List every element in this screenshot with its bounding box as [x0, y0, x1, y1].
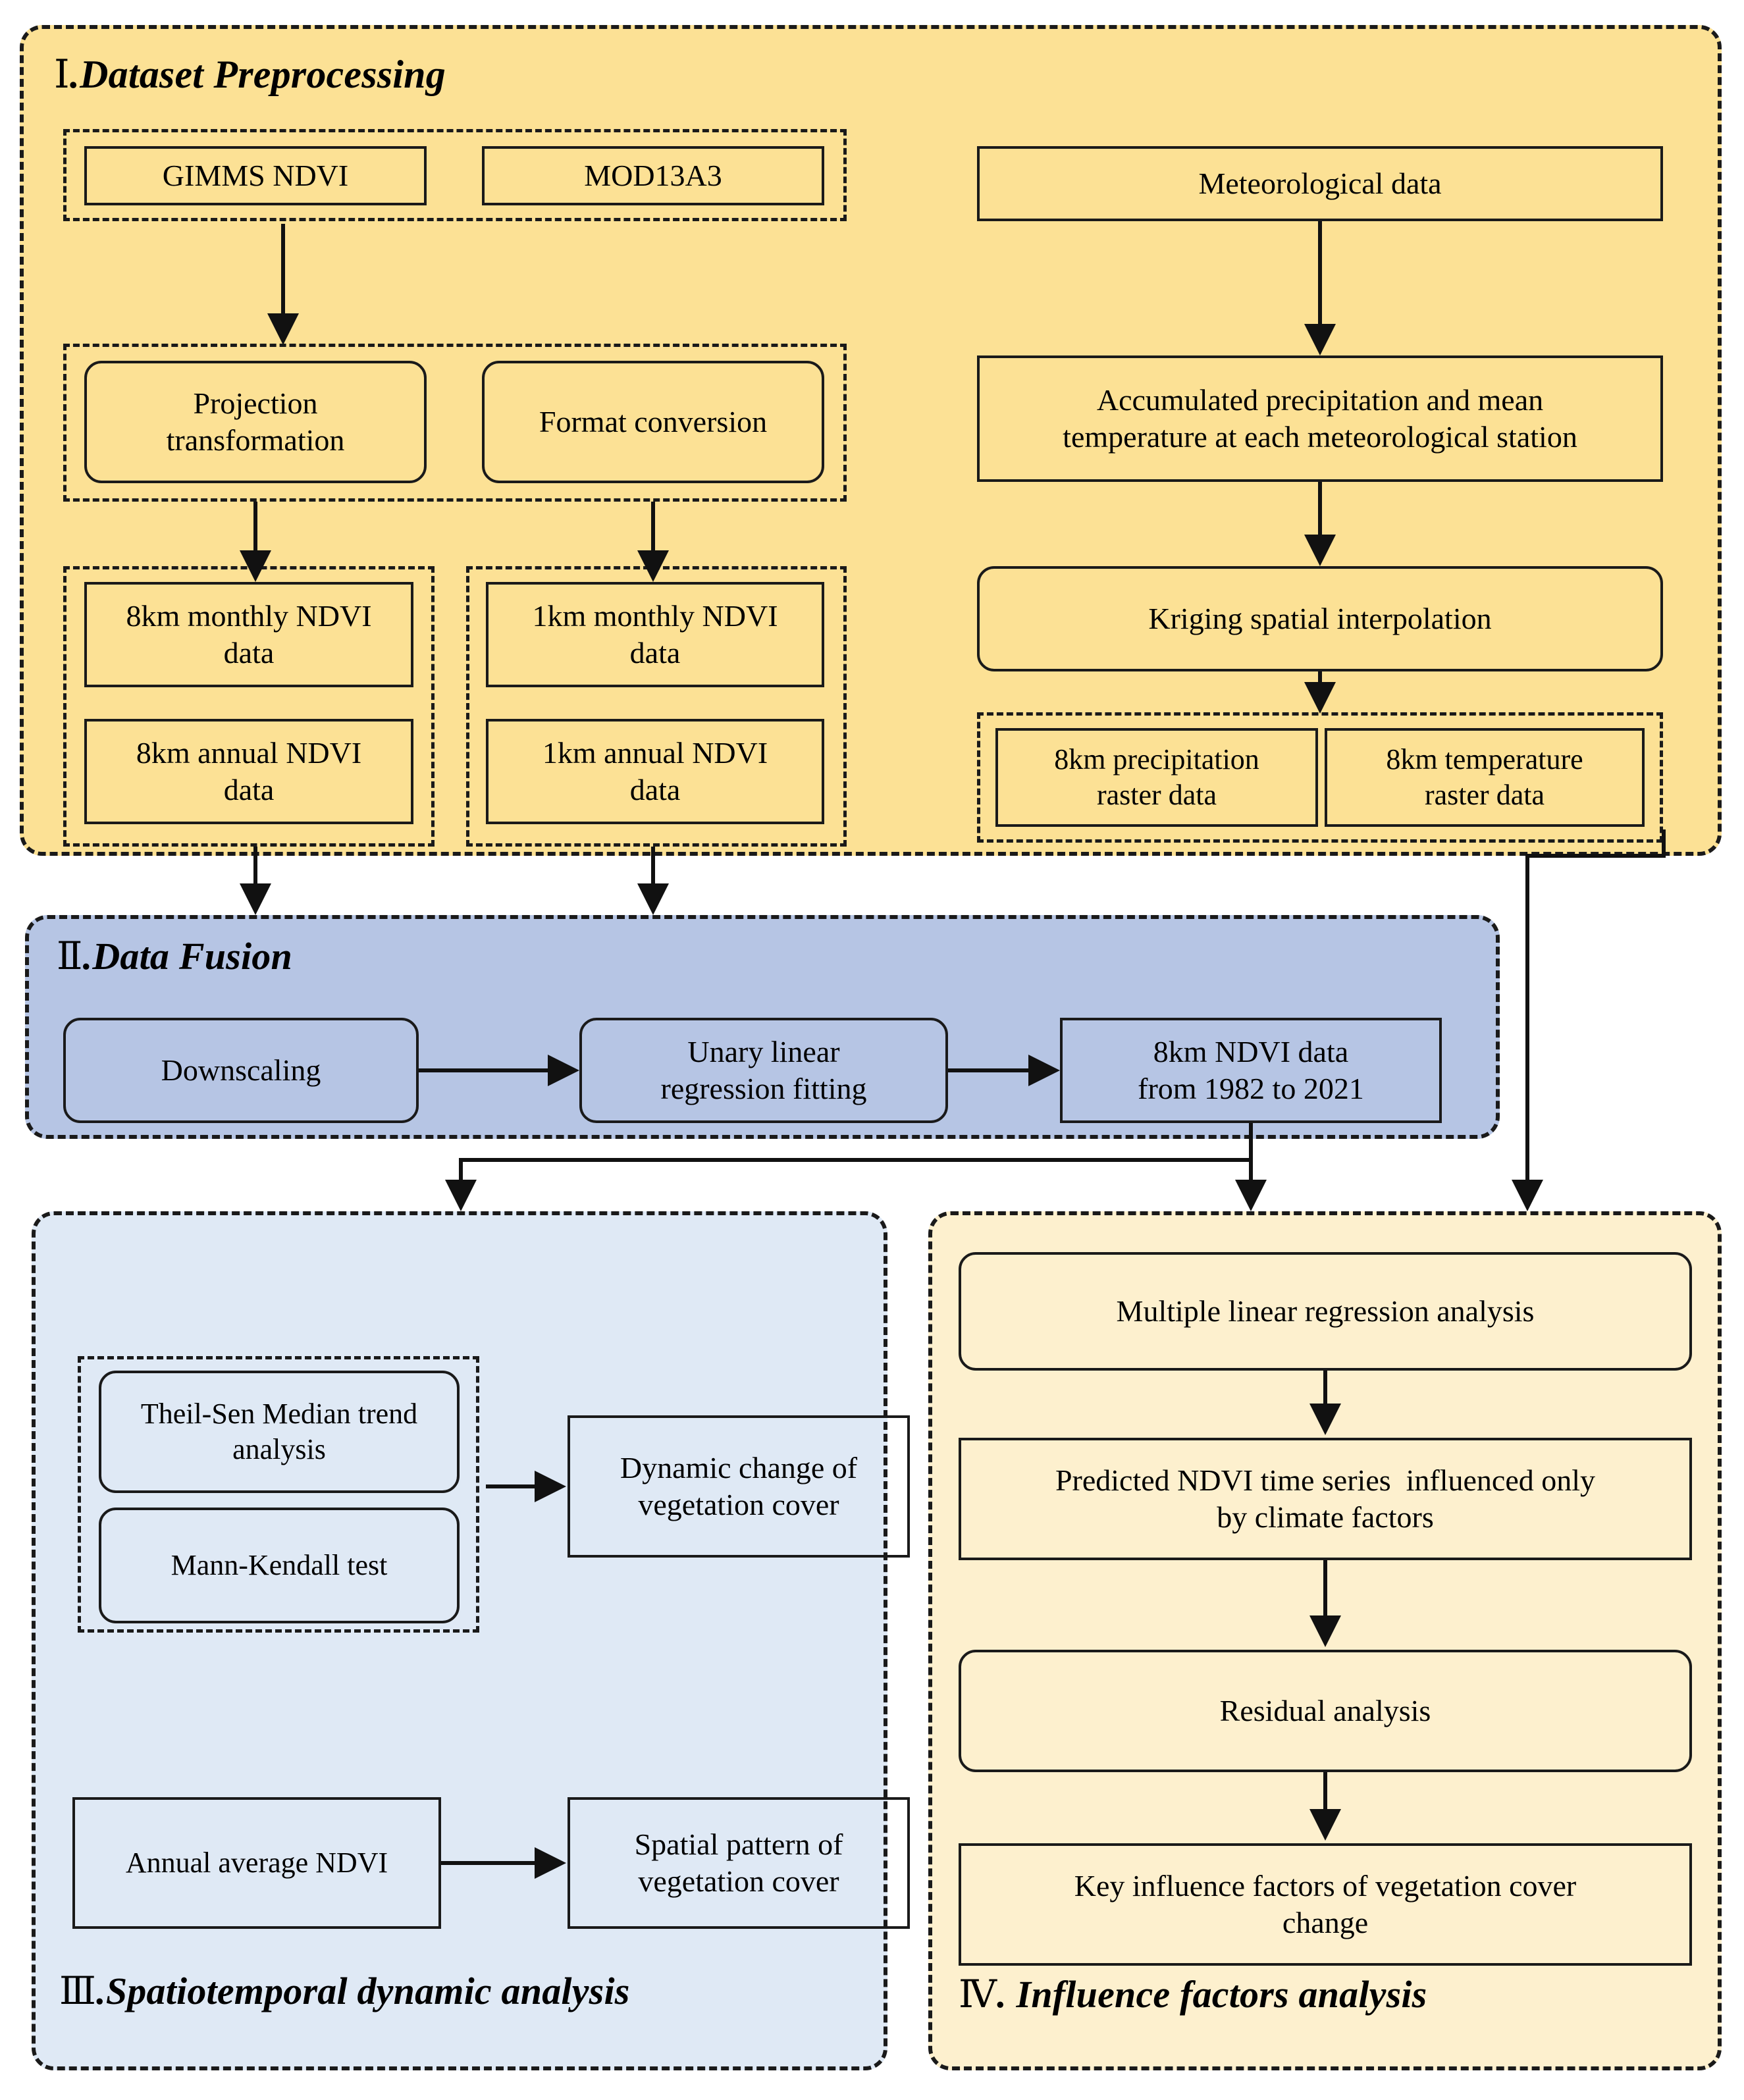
group-preprocessing-steps: [63, 344, 847, 502]
section-3-title: Ⅲ.Spatiotemporal dynamic analysis: [59, 1968, 630, 2013]
node-meteorological-data: Meteorological data: [977, 146, 1663, 221]
section-3-numeral: Ⅲ: [59, 1970, 97, 2012]
section-2-label: .Data Fusion: [82, 935, 292, 978]
node-gimms-ndvi: GIMMS NDVI: [84, 146, 427, 205]
node-annual-average-ndvi: Annual average NDVI: [72, 1797, 441, 1929]
section-spatiotemporal-dynamic-analysis: [32, 1211, 887, 2070]
node-kriging-spatial-interpolation: Kriging spatial interpolation: [977, 566, 1663, 671]
section-2-numeral: Ⅱ: [57, 935, 83, 978]
section-2-title: Ⅱ.Data Fusion: [57, 933, 292, 978]
node-format-conversion: Format conversion: [482, 361, 824, 483]
section-1-title: Ⅰ.Dataset Preprocessing: [54, 51, 446, 97]
node-key-influence-factors: Key influence factors of vegetation cove…: [959, 1843, 1692, 1966]
section-4-title: Ⅳ. Influence factors analysis: [959, 1972, 1427, 2016]
section-data-fusion: [25, 915, 1500, 1139]
group-ndvi-sources: [63, 129, 847, 221]
node-multiple-linear-regression-analysis: Multiple linear regression analysis: [959, 1252, 1692, 1371]
group-climate-raster-outputs: [977, 712, 1663, 843]
section-1-numeral: Ⅰ: [54, 53, 70, 96]
section-4-numeral: Ⅳ: [959, 1973, 997, 2016]
section-3-label: .Spatiotemporal dynamic analysis: [96, 1970, 630, 2012]
node-residual-analysis: Residual analysis: [959, 1650, 1692, 1772]
node-mod13a3: MOD13A3: [482, 146, 824, 205]
section-4-label: . Influence factors analysis: [997, 1973, 1427, 2016]
node-downscaling: Downscaling: [63, 1018, 419, 1123]
section-1-label: .Dataset Preprocessing: [69, 53, 446, 96]
group-trend-methods: [78, 1356, 479, 1633]
node-mann-kendall-test: Mann-Kendall test: [99, 1508, 460, 1623]
node-predicted-ndvi-time-series: Predicted NDVI time series influenced on…: [959, 1438, 1692, 1560]
arrow-rasters-to-influence: [1512, 829, 1666, 1211]
section-dataset-preprocessing: [20, 25, 1722, 856]
